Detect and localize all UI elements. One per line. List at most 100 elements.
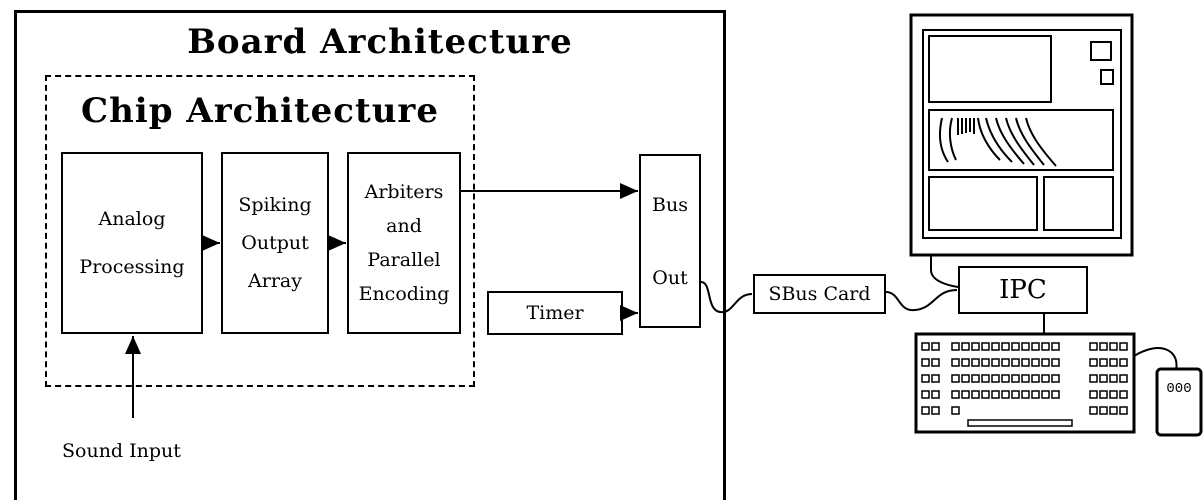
- keyboard-key: [1051, 374, 1060, 383]
- keyboard-key: [921, 406, 930, 415]
- keyboard-key: [1109, 358, 1118, 367]
- board-architecture-title: Board Architecture: [187, 22, 573, 62]
- keyboard-key: [991, 342, 1000, 351]
- keyboard-key: [991, 374, 1000, 383]
- keyboard-key: [1021, 374, 1030, 383]
- keyboard-key: [1011, 374, 1020, 383]
- arbiters-label-2: and: [386, 215, 422, 237]
- board-architecture-frame: [14, 10, 726, 500]
- keyboard-spacebar: [967, 419, 1073, 427]
- mouse-buttons: 000: [1166, 381, 1191, 397]
- keyboard-key: [1051, 358, 1060, 367]
- chip-architecture-title: Chip Architecture: [81, 91, 439, 131]
- keyboard-key: [1119, 358, 1128, 367]
- keyboard-key: [1001, 374, 1010, 383]
- chip-architecture-frame: [45, 75, 475, 387]
- keyboard-key: [921, 390, 930, 399]
- keyboard-key: [1031, 390, 1040, 399]
- keyboard-key: [1099, 390, 1108, 399]
- keyboard-key: [1011, 342, 1020, 351]
- keyboard-key: [1001, 342, 1010, 351]
- keyboard-key: [931, 390, 940, 399]
- keyboard-key: [991, 358, 1000, 367]
- analog-label-1: Analog: [98, 208, 166, 230]
- keyboard-key: [1119, 374, 1128, 383]
- arbiters-encoding-block: Arbiters and Parallel Encoding: [347, 152, 461, 334]
- keyboard-key: [1021, 358, 1030, 367]
- keyboard-key: [961, 374, 970, 383]
- keyboard-key: [1119, 406, 1128, 415]
- keyboard-key: [1089, 374, 1098, 383]
- keyboard-key: [1089, 390, 1098, 399]
- bus-out-block: Bus Out: [639, 154, 701, 328]
- arbiters-label-3: Parallel: [367, 249, 441, 271]
- sbus-card-label: SBus Card: [768, 283, 871, 305]
- keyboard-key: [991, 390, 1000, 399]
- monitor-to-ipc-cable: [930, 255, 959, 288]
- keyboard-key: [961, 358, 970, 367]
- bus-label: Bus: [652, 193, 688, 216]
- analog-label-2: Processing: [79, 256, 185, 278]
- keyboard-key: [1109, 406, 1118, 415]
- out-label: Out: [652, 266, 688, 289]
- ipc-label: IPC: [999, 275, 1047, 305]
- bus-to-sbus-cable: [700, 281, 753, 314]
- keyboard-key: [951, 406, 960, 415]
- timer-block: Timer: [487, 291, 623, 335]
- keyboard-key: [1041, 342, 1050, 351]
- keyboard-key: [981, 390, 990, 399]
- monitor-outer: [909, 13, 1134, 257]
- keyboard-key: [1001, 358, 1010, 367]
- keyboard-key: [981, 374, 990, 383]
- keyboard-key: [931, 374, 940, 383]
- keyboard-key: [951, 342, 960, 351]
- keyboard-key: [1051, 342, 1060, 351]
- keyboard-key: [971, 390, 980, 399]
- keyboard-key: [921, 358, 930, 367]
- keyboard-key: [1109, 374, 1118, 383]
- keyboard-key: [1089, 342, 1098, 351]
- keyboard-key: [1011, 390, 1020, 399]
- keyboard-key: [971, 374, 980, 383]
- arbiters-label-1: Arbiters: [364, 181, 444, 203]
- keyboard-key: [931, 342, 940, 351]
- keyboard-key: [1031, 342, 1040, 351]
- keyboard-key: [1099, 374, 1108, 383]
- spiking-output-block: Spiking Output Array: [221, 152, 329, 334]
- keyboard-key: [1041, 390, 1050, 399]
- sbus-card-block: SBus Card: [753, 274, 886, 314]
- spiking-label-1: Spiking: [238, 194, 312, 216]
- keyboard-key: [1041, 374, 1050, 383]
- monitor-screen: [922, 29, 1122, 239]
- mouse-cord: [1133, 347, 1178, 371]
- mouse: [1155, 367, 1203, 437]
- keyboard-key: [1119, 342, 1128, 351]
- spiking-label-3: Array: [248, 270, 302, 292]
- keyboard-key: [951, 358, 960, 367]
- keyboard-key: [921, 342, 930, 351]
- keyboard-key: [931, 406, 940, 415]
- keyboard-key: [981, 358, 990, 367]
- keyboard-key: [961, 342, 970, 351]
- keyboard-key: [1119, 390, 1128, 399]
- keyboard-key: [1051, 390, 1060, 399]
- keyboard-key: [971, 342, 980, 351]
- keyboard-key: [951, 374, 960, 383]
- connections-and-computer-drawing: 000: [125, 13, 1203, 437]
- keyboard-key: [1021, 342, 1030, 351]
- analog-processing-block: Analog Processing: [61, 152, 203, 334]
- keyboard-keys: [921, 342, 1128, 427]
- keyboard: [914, 332, 1136, 434]
- keyboard-key: [981, 342, 990, 351]
- timer-label: Timer: [526, 302, 584, 324]
- keyboard-key: [1031, 374, 1040, 383]
- keyboard-key: [931, 358, 940, 367]
- sbus-to-ipc-cable: [885, 289, 958, 312]
- keyboard-key: [1099, 406, 1108, 415]
- keyboard-key: [921, 374, 930, 383]
- keyboard-key: [1021, 390, 1030, 399]
- keyboard-key: [1109, 390, 1118, 399]
- keyboard-key: [1031, 358, 1040, 367]
- sound-input-label: Sound Input: [62, 440, 181, 462]
- keyboard-key: [1089, 358, 1098, 367]
